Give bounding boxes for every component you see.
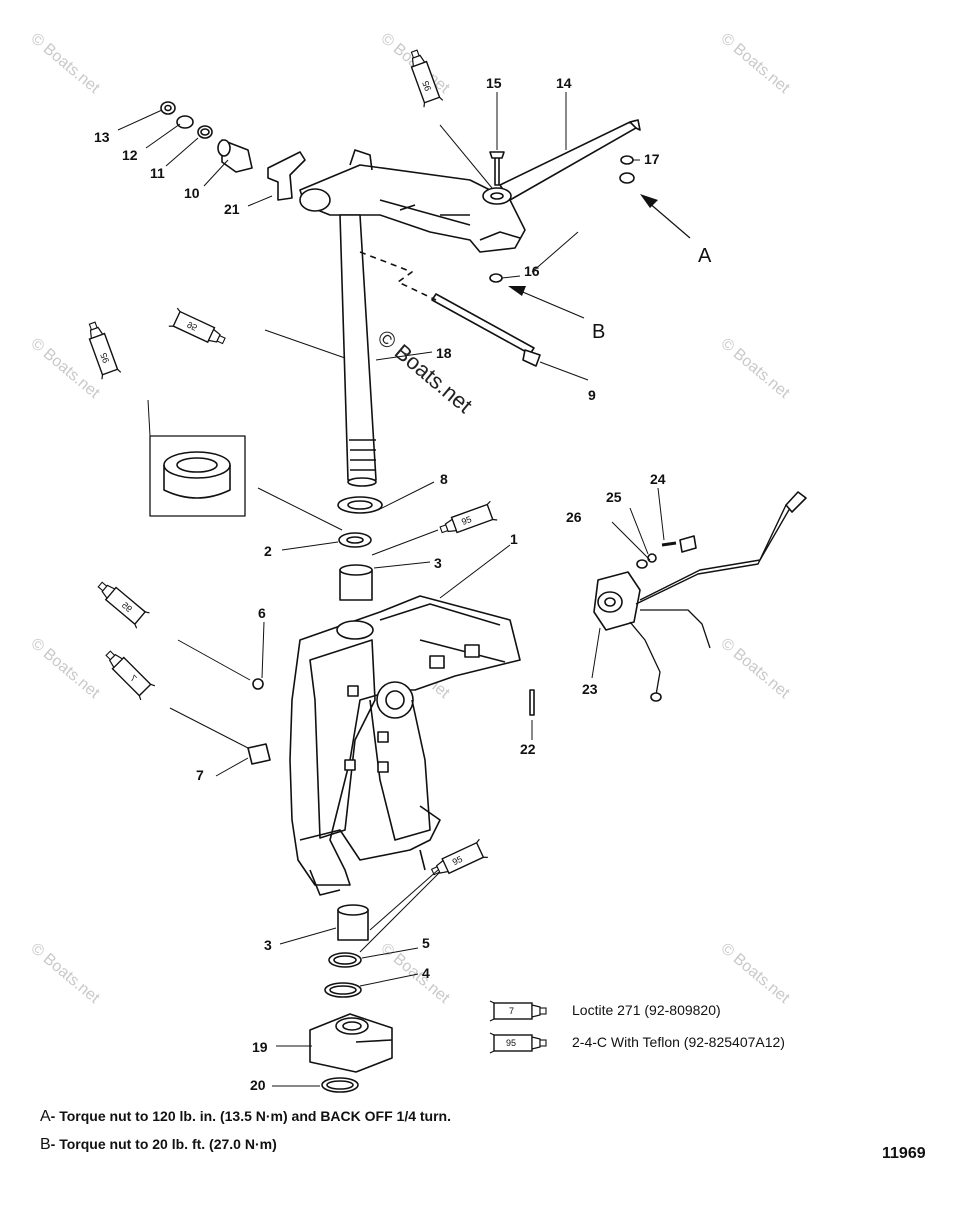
- callout-20: 20: [250, 1077, 266, 1093]
- svg-text:7: 7: [509, 1006, 514, 1016]
- washer-part: [620, 155, 634, 165]
- callout-21: 21: [224, 201, 240, 217]
- watermark: © Boats.net: [717, 635, 793, 702]
- svg-text:95: 95: [185, 319, 198, 332]
- arrow-label-a: A: [698, 245, 712, 267]
- svg-text:95: 95: [420, 79, 433, 92]
- seal-part: [346, 536, 364, 544]
- note-letter-a: A: [40, 1108, 51, 1125]
- svg-text:7: 7: [128, 673, 139, 684]
- tube-icon: 95: [427, 838, 489, 882]
- callout-10: 10: [184, 185, 200, 201]
- bracket-part: [267, 151, 306, 201]
- watermark: © Boats.net: [377, 940, 453, 1007]
- callout-17: 17: [644, 151, 660, 167]
- callout-11: 11: [150, 165, 165, 181]
- mount-parts: [160, 101, 253, 173]
- dashed-guide: [359, 251, 437, 301]
- fitting-part: [252, 678, 264, 690]
- note-letter-b: B: [40, 1136, 51, 1153]
- callout-14: 14: [556, 75, 572, 91]
- svg-text:95: 95: [460, 514, 473, 527]
- washer-part: [347, 500, 373, 510]
- torque-note-a: A- Torque nut to 120 lb. in. (13.5 N·m) …: [40, 1108, 451, 1126]
- steering-link: [482, 119, 641, 205]
- tube-icon: 95: [404, 47, 444, 108]
- tube-icon: 95: [93, 576, 151, 629]
- parts-artwork: [149, 101, 807, 1093]
- yoke-part: [309, 1013, 393, 1073]
- tube-icon: 95: [437, 500, 498, 540]
- nut-part: [489, 273, 503, 283]
- callout-3-lower: 3: [264, 937, 272, 953]
- swivel-bracket: [289, 595, 521, 896]
- plug-part: [247, 743, 271, 765]
- legend-tube-icon-teflon: 95: [489, 1032, 547, 1054]
- arrow-label-b: B: [592, 321, 605, 343]
- watermark: © Boats.net: [27, 635, 103, 702]
- trim-sender-assembly: [593, 491, 807, 702]
- figure-number: 11969: [882, 1145, 926, 1162]
- watermark: © Boats.net: [717, 30, 793, 97]
- leader-lines: [117, 92, 665, 1087]
- callout-5: 5: [422, 935, 430, 951]
- callout-9: 9: [588, 387, 596, 403]
- note-text-b: - Torque nut to 20 lb. ft. (27.0 N·m): [50, 1136, 277, 1152]
- ring-part: [333, 955, 357, 965]
- legend-loctite-text: Loctite 271 (92-809820): [572, 1002, 721, 1018]
- bolt-part: [431, 293, 541, 367]
- steering-arm-assembly: [299, 149, 526, 253]
- svg-text:95: 95: [451, 854, 464, 867]
- bushing-part: [337, 564, 373, 941]
- torque-note-b: B- Torque nut to 20 lb. ft. (27.0 N·m): [40, 1136, 277, 1154]
- callout-25: 25: [606, 489, 622, 505]
- nut-part: [619, 172, 635, 184]
- callout-7: 7: [196, 767, 204, 783]
- watermark: © Boats.net: [717, 940, 793, 1007]
- callout-labels: 13 12 11 10 21 15 14 17 A 16 B 9 18 8 2 …: [94, 75, 712, 1093]
- steering-tube: [339, 214, 377, 487]
- callout-26: 26: [566, 509, 582, 525]
- callout-12: 12: [122, 147, 138, 163]
- callout-4: 4: [422, 965, 430, 981]
- tube-icon: 95: [82, 319, 122, 380]
- note-text-a: - Torque nut to 120 lb. in. (13.5 N·m) a…: [50, 1108, 451, 1124]
- watermark: © Boats.net: [717, 335, 793, 402]
- watermark: © Boats.net: [27, 30, 103, 97]
- callout-22: 22: [520, 741, 536, 757]
- svg-text:95: 95: [98, 351, 111, 364]
- tube-icon: 7: [100, 645, 156, 701]
- reference-arrows: [508, 194, 691, 319]
- ring-part: [326, 1080, 354, 1090]
- callout-3: 3: [434, 555, 442, 571]
- callout-8: 8: [440, 471, 448, 487]
- watermark-center: © Boats.net: [373, 325, 477, 418]
- callout-24: 24: [650, 471, 666, 487]
- washer-part: [337, 496, 383, 514]
- legend: 7 Loctite 271 (92-809820) 95 2-4-C With …: [489, 1000, 785, 1054]
- grease-tubes: 95 95 95 95 95 7 95: [82, 47, 498, 882]
- ring-part: [329, 985, 357, 995]
- callout-1: 1: [510, 531, 518, 547]
- legend-teflon-text: 2-4-C With Teflon (92-825407A12): [572, 1034, 785, 1050]
- callout-15: 15: [486, 75, 502, 91]
- watermark: © Boats.net: [27, 940, 103, 1007]
- callout-2: 2: [264, 543, 272, 559]
- tube-icon: 95: [168, 307, 229, 351]
- callout-18: 18: [436, 345, 452, 361]
- callout-6: 6: [258, 605, 266, 621]
- legend-tube-icon-loctite: 7: [489, 1000, 547, 1022]
- svg-text:95: 95: [120, 600, 134, 614]
- callout-23: 23: [582, 681, 598, 697]
- svg-text:95: 95: [506, 1038, 516, 1048]
- screw-part: [529, 689, 535, 716]
- callout-19: 19: [252, 1039, 268, 1055]
- callout-16: 16: [524, 263, 540, 279]
- seal-detail: [149, 435, 246, 517]
- seal-part: [338, 532, 372, 548]
- callout-13: 13: [94, 129, 110, 145]
